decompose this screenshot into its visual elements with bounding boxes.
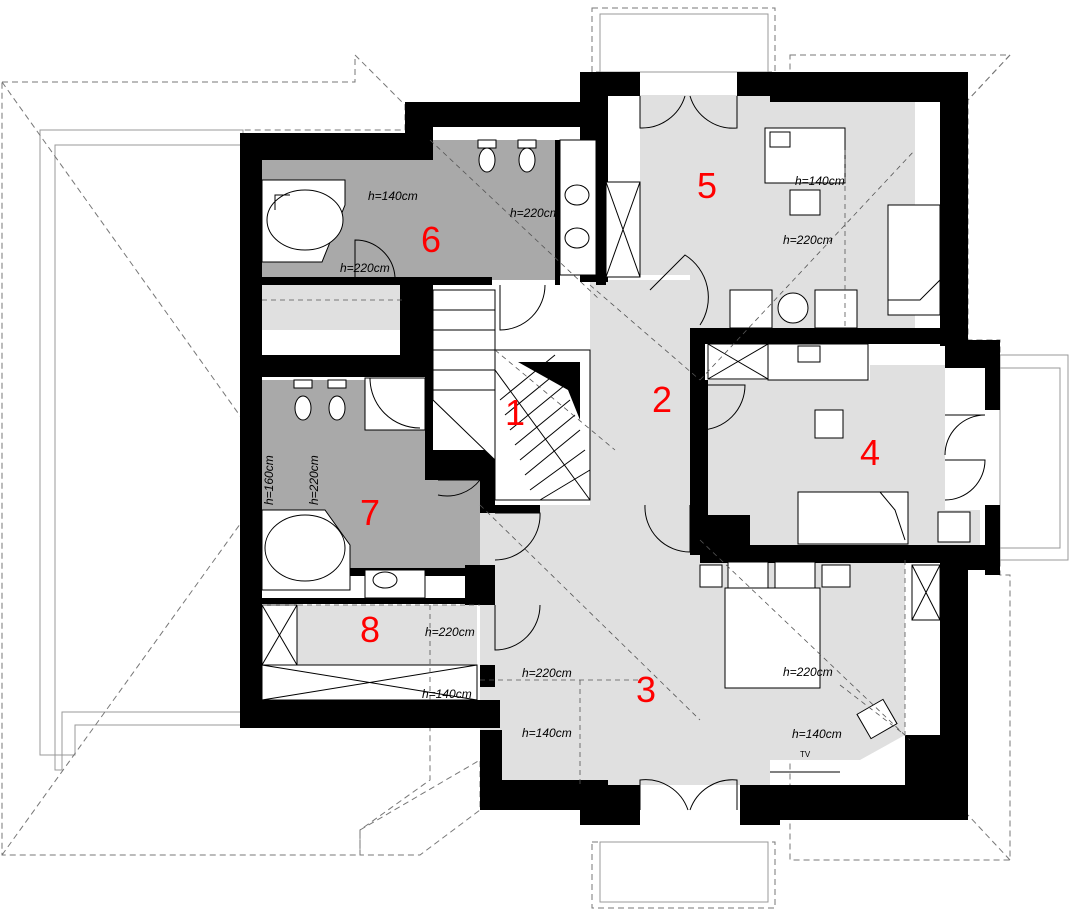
fixtures (261, 127, 971, 773)
height-label: h=140cm (522, 726, 572, 740)
height-label: h=220cm (783, 233, 833, 247)
height-label: h=140cm (368, 189, 418, 203)
height-label: h=220cm (783, 665, 833, 679)
interior-dash-lines (262, 139, 916, 785)
height-labels: h=140cm h=220cm h=220cm h=220cm h=140cm … (262, 174, 845, 759)
height-label: h=220cm (425, 625, 475, 639)
height-label: h=220cm (307, 455, 321, 505)
room-number-8: 8 (360, 609, 380, 650)
room-number-6: 6 (421, 219, 441, 260)
height-label: h=140cm (422, 687, 472, 701)
room-number-4: 4 (860, 432, 880, 473)
room-number-2: 2 (652, 379, 672, 420)
height-label: h=220cm (510, 206, 560, 220)
height-label: h=140cm (792, 727, 842, 741)
room-number-5: 5 (697, 165, 717, 206)
doors (354, 95, 986, 811)
height-label: h=220cm (522, 666, 572, 680)
height-label: h=220cm (340, 261, 390, 275)
room-numbers: 1 2 3 4 5 6 7 8 (360, 165, 880, 710)
room-number-7: 7 (360, 492, 380, 533)
height-label: h=140cm (795, 174, 845, 188)
height-label: h=160cm (262, 455, 276, 505)
tv-label: TV (800, 750, 811, 759)
staircase (432, 289, 616, 501)
room-number-3: 3 (636, 669, 656, 710)
room-number-1: 1 (505, 392, 525, 433)
